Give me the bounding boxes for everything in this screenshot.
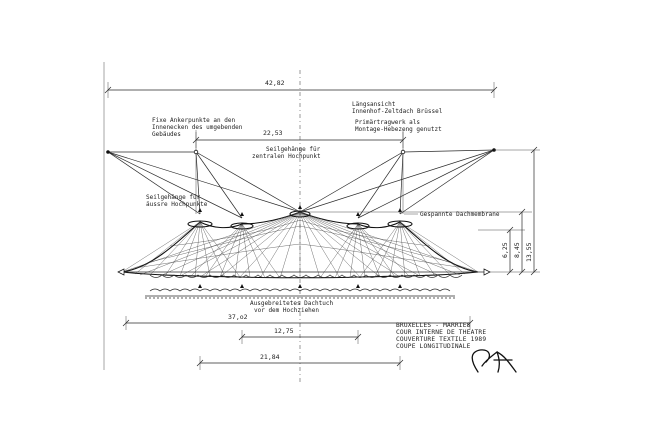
tensioned-membrane [121, 210, 479, 279]
signature-icon [471, 349, 517, 373]
dimension-overall-width: 42,82 [104, 79, 498, 98]
dim-height-1: 6,25 [501, 242, 509, 258]
spread-fabric-line2: vor dem Hochziehen [254, 307, 319, 314]
dimension-base-width: 37,o2 [122, 313, 474, 330]
outer-hanger-line2: äussre Hochpunkte [146, 201, 208, 208]
dimension-inner-span: 12,75 [238, 327, 362, 344]
dim-overall-label: 42,82 [265, 79, 285, 87]
view-title-line1: Längsansicht [352, 101, 396, 108]
title-line-2: COUR INTERNE DE THEATRE [396, 329, 486, 336]
dim-base-label: 37,o2 [228, 313, 248, 321]
level-lines [117, 149, 540, 276]
dim-anchor-label: 22,53 [263, 129, 283, 137]
title-line-3: COUVERTURE TEXTILE 1989 [396, 336, 486, 343]
annotations: Längsansicht Innenhof-Zeltdach Brüssel P… [146, 101, 500, 314]
spread-fabric [145, 284, 455, 299]
title-line-1: BRUXELLES - MARRIES [396, 322, 471, 329]
dimension-lower-span: 21,84 [196, 353, 404, 370]
primary-structure-line2: Montage-Hebezeng genutzt [355, 126, 442, 133]
suspension-cables [107, 130, 495, 219]
dim-height-2: 8,45 [513, 242, 521, 258]
title-line-4: COUPE LONGITUDINALE [396, 343, 471, 350]
primary-structure-line1: Primärtragwerk als [355, 119, 420, 126]
dim-height-3: 13,55 [525, 242, 533, 262]
hook-markers [198, 205, 402, 216]
spread-fabric-line1: Ausgebreitetes Dachtuch [250, 300, 333, 307]
dim-inner-label: 12,75 [274, 327, 294, 335]
anchor-note-line3: Gebäudes [152, 131, 181, 138]
title-block: BRUXELLES - MARRIES COUR INTERNE DE THEA… [396, 322, 486, 350]
view-title-line2: Innenhof-Zeltdach Brüssel [352, 108, 443, 115]
dim-lower-label: 21,84 [260, 353, 280, 361]
membrane-label: Gespannte Dachmembrane [420, 211, 500, 218]
anchor-note-line1: Fixe Ankerpunkte an den [152, 117, 235, 124]
central-hanger-line2: zentralen Hochpunkt [252, 153, 321, 160]
anchor-note-line2: Innenecken des umgebenden [152, 124, 243, 131]
vertical-dimensions: 6,25 8,45 13,55 [501, 146, 538, 276]
outer-hanger-line1: Seilgehänge für [146, 194, 201, 201]
central-hanger-line1: Seilgehänge für [266, 146, 321, 153]
